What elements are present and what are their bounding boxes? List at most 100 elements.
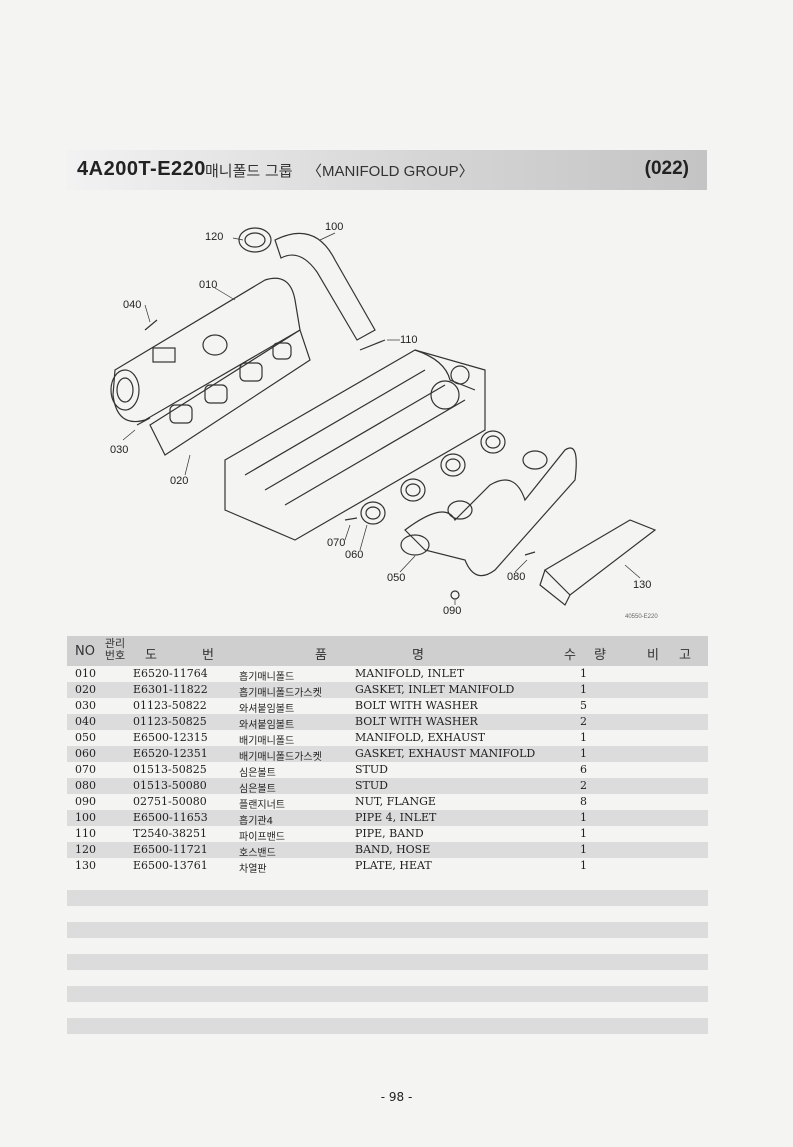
callout-060: 060 [345, 549, 363, 561]
row-name-english: STUD [355, 779, 388, 792]
blank-row [67, 874, 708, 890]
row-name-english: STUD [355, 763, 388, 776]
inlet-pipe-shape [274, 232, 376, 341]
callout-020: 020 [170, 475, 188, 487]
callout-030: 030 [110, 444, 128, 456]
page-number: - 98 - [380, 1090, 413, 1104]
row-no: 060 [75, 747, 96, 760]
row-no: 080 [75, 779, 96, 792]
row-quantity: 1 [580, 731, 587, 744]
callout-080: 080 [507, 571, 525, 583]
row-part-number: E6520-12351 [133, 747, 208, 760]
row-quantity: 6 [580, 763, 587, 776]
row-quantity: 2 [580, 715, 587, 728]
row-part-number: E6301-11822 [133, 683, 208, 696]
row-no: 070 [75, 763, 96, 776]
row-part-number: 01123-50825 [133, 715, 207, 728]
blank-row [67, 1018, 708, 1034]
row-part-number: 01123-50822 [133, 699, 207, 712]
row-name-korean: 플랜지너트 [239, 800, 285, 811]
row-name-korean: 심은볼트 [239, 768, 276, 779]
callout-090: 090 [443, 605, 461, 617]
blank-row [67, 1002, 708, 1018]
title-bar: 4A200T-E220 매니폴드 그룹 〈MANIFOLD GROUP〉 (02… [67, 150, 707, 190]
group-number: (022) [644, 158, 689, 179]
row-name-english: MANIFOLD, INLET [355, 667, 465, 680]
table-blank-rows [67, 874, 708, 1050]
row-part-number: E6500-12315 [133, 731, 208, 744]
row-no: 040 [75, 715, 96, 728]
blank-row [67, 970, 708, 986]
callout-010: 010 [199, 279, 217, 291]
row-no: 110 [75, 827, 96, 840]
table-row: 110 T2540-38251 파이프밴드 PIPE, BAND 1 [67, 826, 708, 843]
callout-110: 110 [400, 334, 418, 346]
row-name-english: NUT, FLANGE [355, 795, 436, 808]
blank-row [67, 986, 708, 1002]
row-quantity: 1 [580, 683, 587, 696]
header-part-name-b: 명 [412, 648, 424, 663]
row-name-english: PLATE, HEAT [355, 859, 432, 872]
row-quantity: 1 [580, 843, 587, 856]
row-no: 030 [75, 699, 96, 712]
row-name-korean: 와셔붙임볼트 [239, 720, 295, 731]
row-no: 020 [75, 683, 96, 696]
group-title-english: 〈MANIFOLD GROUP〉 [307, 163, 474, 180]
header-remarks-a: 비 [647, 648, 659, 663]
row-part-number: 02751-50080 [133, 795, 207, 808]
cylinder-head-shape [224, 349, 486, 541]
header-part-number-a: 도 [145, 648, 157, 663]
row-no: 100 [75, 811, 96, 824]
header-part-number-b: 번 [202, 648, 214, 663]
row-name-english: BAND, HOSE [355, 843, 431, 856]
row-name-korean: 와셔붙임볼트 [239, 704, 295, 715]
row-no: 130 [75, 859, 96, 872]
blank-row [67, 890, 708, 906]
callout-130: 130 [633, 579, 651, 591]
table-row: 040 01123-50825 와셔붙임볼트 BOLT WITH WASHER 2 [67, 714, 708, 731]
row-name-korean: 배기매니폴드 [239, 736, 295, 747]
hose-band-shape [238, 227, 272, 253]
row-part-number: E6500-13761 [133, 859, 208, 872]
row-quantity: 2 [580, 779, 587, 792]
row-name-korean: 배기매니폴드가스켓 [239, 752, 322, 763]
row-name-korean: 파이프밴드 [239, 832, 285, 843]
header-quantity-b: 량 [594, 648, 606, 663]
row-part-number: E6500-11721 [133, 843, 208, 856]
row-no: 010 [75, 667, 96, 680]
row-name-english: BOLT WITH WASHER [355, 715, 478, 728]
row-name-english: BOLT WITH WASHER [355, 699, 478, 712]
callout-070: 070 [327, 537, 345, 549]
row-name-korean: 호스밴드 [239, 848, 276, 859]
row-quantity: 1 [580, 747, 587, 760]
diagram-reference: 40550-E220 [625, 614, 658, 620]
blank-row [67, 954, 708, 970]
row-quantity: 8 [580, 795, 587, 808]
header-remarks-b: 고 [679, 648, 691, 663]
group-code: 4A200T-E220 [77, 158, 206, 180]
row-quantity: 1 [580, 667, 587, 680]
callout-040: 040 [123, 299, 141, 311]
row-part-number: T2540-38251 [133, 827, 208, 840]
row-quantity: 1 [580, 827, 587, 840]
row-name-english: MANIFOLD, EXHAUST [355, 731, 486, 744]
row-name-english: PIPE, BAND [355, 827, 424, 840]
blank-row [67, 1034, 708, 1050]
diagram-drawing: 120 100 010 040 110 030 020 070 060 050 … [110, 221, 658, 620]
row-part-number: 01513-50080 [133, 779, 207, 792]
exploded-parts-diagram: 120 100 010 040 110 030 020 070 060 050 … [95, 200, 675, 630]
blank-row [67, 922, 708, 938]
callout-100: 100 [325, 221, 343, 233]
row-name-korean: 흡기매니폴드 [239, 672, 295, 683]
